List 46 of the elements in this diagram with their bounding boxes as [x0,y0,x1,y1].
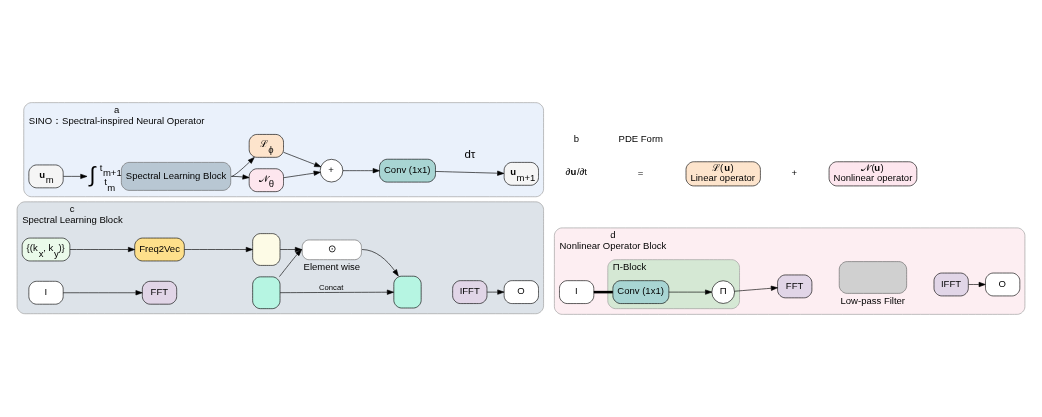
node-box: Conv (1x1) [379,158,436,183]
node-box: Freq2Vec [134,237,185,262]
node-box [393,275,422,309]
label: ∂u/∂t [565,166,587,178]
label: b [573,132,580,144]
node-box [252,233,281,266]
arrow [342,168,380,174]
node-box: IFFT [452,280,488,304]
node-box: I [28,281,64,305]
arrow [63,173,88,179]
connector [593,290,613,294]
arrow [279,246,302,253]
arrow [968,281,986,288]
arrow [231,157,255,177]
node-box: Conv (1x1) [612,280,670,304]
node-box: I [559,280,595,304]
label: dτ [464,147,476,160]
arrow [435,170,505,176]
node-circle: + [319,159,344,183]
node-box: FFT [142,281,177,305]
node-box: O [985,272,1021,297]
arrow [283,170,321,179]
node-label: ∫ [89,161,96,187]
node-circle: Π [711,280,735,304]
node-box: IFFT [933,272,969,297]
node-box: FFT [777,274,813,299]
node-box: ℒ(u) Linear operator [685,161,761,187]
arrow [69,246,135,253]
node-box: O [503,280,539,304]
node-label: Low-pass Filter [840,294,906,306]
label: PDE Form [618,132,664,144]
arrow [62,290,143,296]
arrow [734,285,778,292]
arrow [361,249,399,277]
node-label: Element wise [303,260,361,272]
arrow [184,246,253,253]
label: = [637,167,644,179]
arrow [279,249,302,277]
label: + [791,167,798,179]
node-box: 𝒩(u) Nonlinear operator [828,161,918,187]
arrow [283,152,322,168]
arrow [668,289,713,295]
arrow [486,289,505,295]
node-box [252,276,281,309]
arrow [231,174,250,180]
arrow [279,289,394,295]
